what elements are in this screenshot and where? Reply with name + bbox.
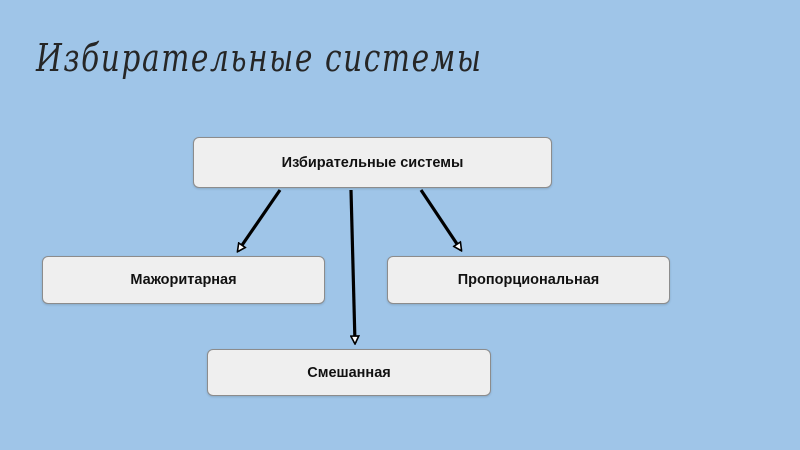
diagram-node-majoritarian: Мажоритарная	[42, 256, 325, 304]
diagram-node-proportional-label: Пропорциональная	[457, 272, 600, 288]
arrow-to-majoritarian	[238, 189, 282, 251]
diagram-node-mixed: Смешанная	[207, 349, 491, 396]
diagram-node-proportional: Пропорциональная	[387, 256, 670, 304]
diagram-node-majoritarian-label: Мажоритарная	[130, 272, 237, 288]
arrow-to-mixed	[349, 189, 355, 343]
diagram-node-mixed-label: Смешанная	[307, 364, 391, 381]
arrow-to-proportional	[419, 189, 461, 250]
diagram-root-node: Избирательные системы	[193, 137, 552, 188]
diagram-root-label: Избирательные системы	[281, 154, 464, 171]
slide-title: Избирательные системы	[36, 36, 483, 80]
